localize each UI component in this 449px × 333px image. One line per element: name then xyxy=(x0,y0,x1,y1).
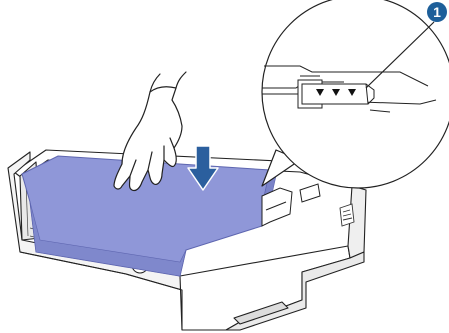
max-paper-mark-triangles xyxy=(316,89,356,96)
callout-number: 1 xyxy=(433,4,441,20)
callout-leader-line xyxy=(365,21,435,89)
callout-badge: 1 xyxy=(427,2,447,22)
hand-icon xyxy=(113,71,187,192)
rear-paper-guide xyxy=(261,183,321,227)
down-arrow-icon xyxy=(187,145,219,191)
paper-tray xyxy=(7,149,367,331)
tray-grip-panel xyxy=(339,203,355,227)
